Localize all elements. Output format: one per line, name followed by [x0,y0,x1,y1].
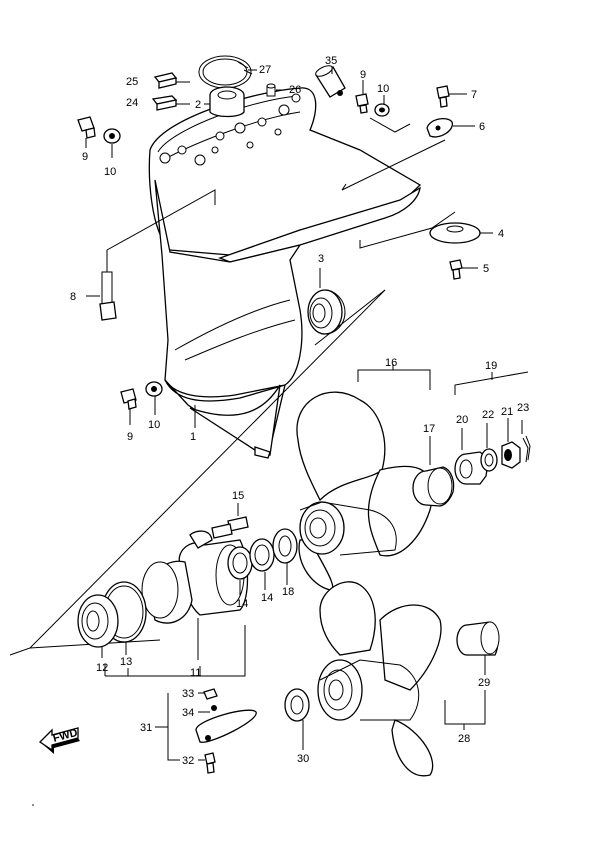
shaft-bearing [307,268,346,335]
label-24: 24 [126,97,138,109]
anode-bolt [449,259,478,280]
label-9-top: 9 [360,69,366,81]
label-31: 31 [140,722,152,734]
fwd-bracket-set [155,688,257,774]
anode [359,211,493,249]
bearing [209,86,245,118]
carrier-bolt [211,503,249,539]
screw-washer-mid-left [120,381,163,425]
bearing-carrier [141,530,249,660]
label-8: 8 [70,291,76,303]
label-17: 17 [423,423,435,435]
label-16: 16 [385,357,397,369]
long-bolt [86,189,216,321]
propeller-lower [317,581,486,777]
label-22: 22 [482,409,494,421]
label-14-a: 14 [236,598,248,610]
label-2: 2 [195,99,201,111]
label-19: 19 [485,360,497,372]
label-23: 23 [517,402,529,414]
label-20: 20 [456,414,468,426]
label-10-left: 10 [104,166,116,178]
label-28: 28 [458,733,470,745]
label-9-left: 9 [82,151,88,163]
label-15: 15 [232,490,244,502]
label-5: 5 [483,263,489,275]
label-18: 18 [282,586,294,598]
dowel-pin [266,83,276,97]
label-30: 30 [297,753,309,765]
thrust-washer [272,528,298,585]
label-12: 12 [96,662,108,674]
spline-washer [454,428,488,485]
label-33: 33 [182,688,194,700]
prop-bushing [456,621,500,675]
label-21: 21 [501,406,513,418]
gear-case-housing [9,87,422,656]
label-10-mid: 10 [148,419,160,431]
plug [315,65,346,98]
label-32: 32 [182,755,194,767]
label-13: 13 [120,656,132,668]
circlip [198,55,253,89]
dowel-blocks [151,72,178,111]
label-26: 26 [289,84,301,96]
carrier-bearing [77,594,119,658]
label-27: 27 [259,64,271,76]
propeller-upper [296,364,434,591]
label-3: 3 [318,253,324,265]
part-labels: 27 25 24 2 26 35 9 10 7 6 9 10 4 3 5 8 1… [70,55,529,767]
washer [480,423,498,472]
drain-screw-top [355,93,411,133]
label-9-mid: 9 [127,431,133,443]
label-6: 6 [479,121,485,133]
label-14-b: 14 [261,592,273,604]
label-29: 29 [478,677,490,689]
oil-seals [104,538,275,677]
label-4: 4 [498,228,504,240]
thrust-spacer [412,436,455,507]
label-11: 11 [190,667,201,679]
label-34: 34 [182,707,194,719]
prop-spacer [284,688,310,750]
label-1: 1 [190,431,196,443]
screw-washer-upper-left [77,116,121,158]
prop-nut [501,418,521,469]
cover-plate [341,117,475,191]
cotter-pin [521,420,531,463]
label-7: 7 [471,89,477,101]
label-35: 35 [325,55,337,67]
fwd-arrow-icon [38,727,80,754]
label-10-top: 10 [377,83,389,95]
bolt [436,85,467,108]
label-25: 25 [126,76,138,88]
